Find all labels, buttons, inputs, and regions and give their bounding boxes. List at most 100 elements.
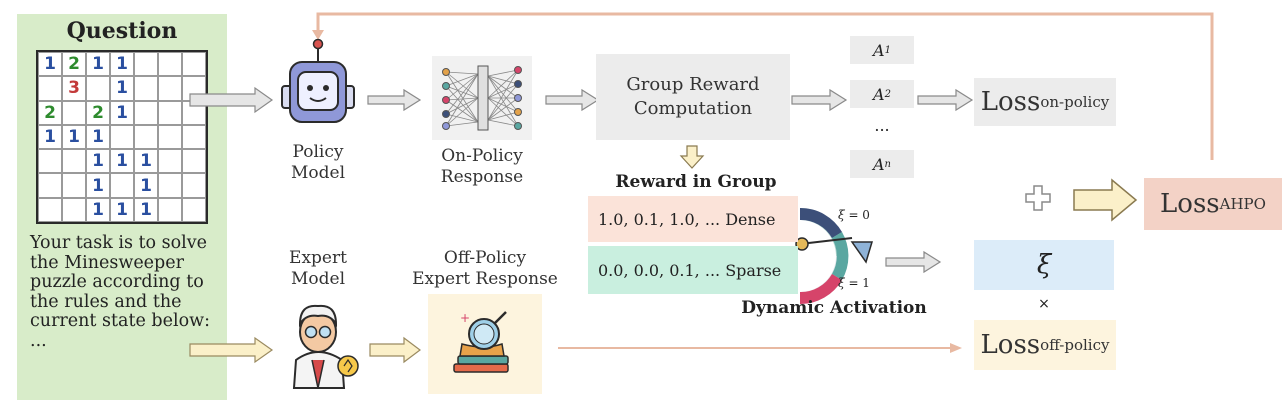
advantage-symbol: A — [873, 84, 885, 104]
grid-cell — [38, 197, 62, 222]
grid-cell — [134, 124, 158, 150]
loss-main: Loss — [980, 87, 1041, 117]
question-text-line: puzzle according to — [30, 272, 204, 292]
nn-node — [442, 96, 450, 104]
sparse-label: Sparse — [725, 260, 782, 280]
policy-model-label-line: Model — [290, 163, 346, 183]
book-magnifier-icon: + — [428, 294, 542, 394]
grid-cell — [182, 173, 206, 198]
expert-model-label-line: Model — [290, 269, 346, 289]
advantage-symbol: A — [873, 40, 885, 60]
loss-main: Loss — [980, 330, 1041, 360]
group-reward-line: Computation — [633, 98, 753, 119]
question-text-line: current state below: — [30, 311, 210, 331]
grid-cell: 1 — [134, 197, 158, 222]
nn-node — [514, 108, 522, 116]
grid-cell — [158, 197, 182, 222]
off-policy-response-label: Off-Policy Expert Response — [400, 248, 570, 290]
grid-cell — [38, 149, 62, 174]
nn-node — [442, 68, 450, 76]
dynamic-activation-label: Dynamic Activation — [741, 298, 927, 318]
down-arrow — [679, 145, 705, 169]
grid-cell: 1 — [38, 52, 62, 77]
reward-in-group-title: Reward in Group — [615, 172, 777, 192]
svg-text:+: + — [460, 311, 470, 325]
xi-symbol: ξ — [838, 208, 845, 222]
grid-cell — [158, 52, 182, 77]
advantage-subscript: 1 — [884, 44, 891, 56]
feedback-line — [316, 12, 1214, 160]
nn-node — [442, 122, 450, 130]
question-title: Question — [66, 18, 178, 44]
grid-cell — [158, 76, 182, 101]
grid-cell — [62, 173, 86, 198]
grid-cell: 1 — [38, 124, 62, 150]
flow-arrow — [189, 86, 974, 274]
combine-arrow — [1073, 178, 1138, 222]
expert-model-label-line: Expert — [289, 248, 347, 268]
loss-subscript: on-policy — [1040, 93, 1110, 111]
grid-cell: 1 — [86, 124, 110, 150]
grid-cell: 1 — [134, 149, 158, 174]
loss-subscript: off-policy — [1040, 336, 1110, 354]
grid-cell: 1 — [110, 76, 134, 101]
loss-subscript: AHPO — [1219, 195, 1266, 213]
question-text-line: Your task is to solve — [30, 233, 208, 253]
off-policy-arrowhead — [950, 343, 962, 353]
dynamic-activation-gauge — [795, 207, 874, 305]
grid-cell — [86, 76, 110, 101]
loss-main: Loss — [1160, 189, 1220, 219]
grid-cell: 1 — [110, 52, 134, 77]
question-text: Your task is to solve the Minesweeper pu… — [30, 233, 230, 351]
question-text-line: the rules and the — [30, 291, 182, 312]
group-reward-box: Group Reward Computation — [596, 54, 790, 140]
on-policy-response-label: On-Policy Response — [412, 146, 552, 188]
grid-cell — [110, 124, 134, 150]
grid-cell: 1 — [110, 149, 134, 174]
times-symbol: × — [1038, 296, 1050, 312]
question-text-line: the Minesweeper — [30, 252, 184, 273]
grid-cell: 3 — [62, 76, 86, 101]
grid-cell — [62, 100, 86, 125]
nn-node — [514, 80, 522, 88]
on-policy-response-label-line: Response — [440, 167, 524, 187]
advantage-subscript: 2 — [884, 88, 891, 100]
grid-cell: 2 — [86, 100, 110, 125]
question-text-line: ... — [30, 330, 47, 351]
grid-cell: 2 — [38, 100, 62, 125]
neural-network-icon — [432, 56, 532, 140]
grid-cell: 1 — [86, 149, 110, 174]
grid-cell: 1 — [62, 124, 86, 150]
dense-label: Dense — [725, 209, 776, 229]
grid-cell — [134, 76, 158, 101]
xi-value: = 0 — [848, 208, 870, 222]
grid-cell: 1 — [86, 197, 110, 222]
grid-cell — [110, 173, 134, 198]
sparse-values: 0.0, 0.0, 0.1, ... — [598, 260, 721, 280]
grid-cell: 1 — [86, 173, 110, 198]
dense-values: 1.0, 0.1, 1.0, ... — [598, 209, 721, 229]
grid-cell — [62, 197, 86, 222]
expert-icon — [292, 304, 359, 389]
policy-model-label-line: Policy — [292, 142, 344, 162]
xi-symbol: ξ — [838, 276, 845, 290]
grid-cell — [158, 100, 182, 125]
grid-cell — [182, 124, 206, 150]
nn-node — [514, 94, 522, 102]
advantage-ellipsis: ... — [874, 116, 890, 135]
nn-node — [442, 82, 450, 90]
grid-cell: 1 — [110, 100, 134, 125]
grid-cell — [158, 173, 182, 198]
advantage-subscript: n — [884, 158, 891, 170]
grid-cell — [134, 100, 158, 125]
grid-cell — [62, 149, 86, 174]
grid-cell — [158, 124, 182, 150]
expert-model-label: Expert Model — [268, 248, 368, 290]
